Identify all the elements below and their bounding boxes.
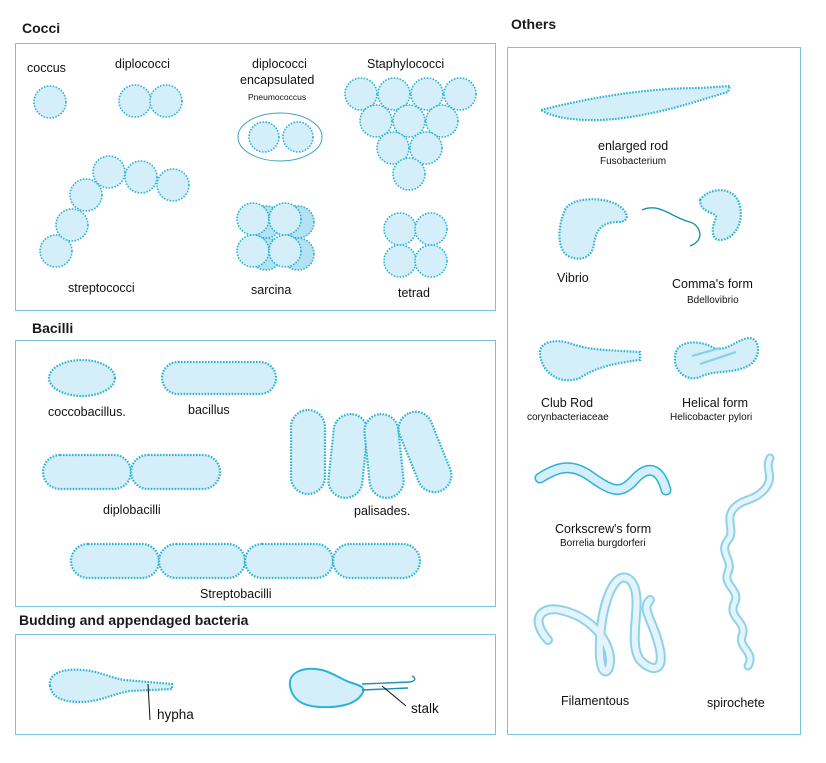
bacilli-heading: Bacilli	[32, 320, 74, 336]
diplococci-encapsulated-label-2: encapsulated	[240, 73, 315, 87]
enlarged-rod-label: enlarged rod	[598, 139, 669, 153]
commas-form-cell	[641, 189, 742, 247]
budding-heading: Budding and appendaged bacteria	[19, 612, 249, 628]
fusobacterium-label: Fusobacterium	[600, 156, 667, 167]
streptococci-label: streptococci	[68, 281, 135, 295]
spirochete-cell	[720, 453, 775, 671]
borrelia-label: Borrelia burgdorferi	[560, 538, 646, 549]
palisades-cells	[289, 408, 453, 499]
corynbacteriaceae-label: corynbacteriaceae	[527, 412, 609, 423]
coccobacillus-label: coccobacillus.	[48, 405, 126, 419]
stalk-bacterium	[288, 667, 416, 709]
diplobacilli-cells	[41, 453, 222, 491]
diplococci-cells	[118, 84, 183, 118]
palisades-label: palisades.	[354, 504, 411, 518]
enlarged-rod-cell	[538, 84, 732, 122]
diplococci-encapsulated-label-1: diplococci	[252, 57, 307, 71]
cocci-heading: Cocci	[22, 20, 61, 36]
corkscrew-form-cell	[534, 462, 672, 496]
staphylococci-label: Staphylococci	[367, 57, 445, 71]
bacillus-cell	[160, 360, 278, 396]
corkscrew-form-label: Corkscrew's form	[555, 522, 652, 536]
club-rod-cell	[538, 340, 642, 382]
helical-form-cell	[673, 336, 760, 380]
pneumococcus-label: Pneumococcus	[248, 92, 307, 102]
sarcina-label: sarcina	[251, 283, 292, 297]
coccus-cell	[33, 85, 67, 119]
filamentous-label: Filamentous	[561, 694, 630, 708]
stalk-label: stalk	[411, 701, 439, 716]
streptobacilli-cells	[69, 542, 422, 580]
others-heading: Others	[511, 16, 557, 32]
sarcina-cells	[236, 202, 315, 271]
tetrad-label: tetrad	[398, 286, 430, 300]
helicobacter-label: Helicobacter pylori	[670, 412, 753, 423]
diplococci-label: diplococci	[115, 57, 170, 71]
staphylococci-cells	[344, 77, 477, 191]
helical-form-label: Helical form	[682, 396, 748, 410]
filamentous-cell	[533, 572, 666, 677]
spirochete-label: spirochete	[707, 696, 765, 710]
streptobacilli-label: Streptobacilli	[200, 587, 272, 601]
hypha-label: hypha	[157, 707, 194, 722]
streptococci-cells	[39, 155, 190, 268]
bdellovibrio-label: Bdellovibrio	[687, 295, 739, 306]
coccus-label: coccus	[27, 61, 66, 75]
diplococci-encapsulated-cells	[237, 112, 323, 162]
vibrio-cell	[558, 198, 628, 260]
coccobacillus-cell	[47, 358, 117, 398]
diplobacilli-label: diplobacilli	[103, 503, 161, 517]
tetrad-cells	[383, 212, 448, 278]
vibrio-label: Vibrio	[557, 271, 589, 285]
club-rod-label: Club Rod	[541, 396, 594, 410]
commas-form-label: Comma's form	[672, 277, 753, 291]
bacillus-label: bacillus	[188, 403, 230, 417]
hypha-bacterium	[48, 668, 174, 721]
